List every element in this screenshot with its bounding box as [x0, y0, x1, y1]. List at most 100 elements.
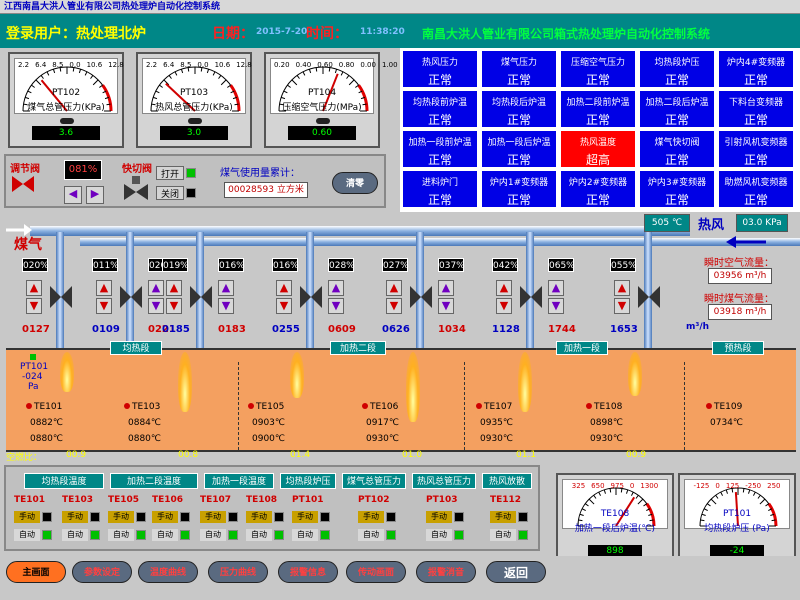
right-gauge-te108-tick	[646, 508, 651, 512]
auto-button[interactable]: 自动	[152, 529, 178, 541]
nav-button-4[interactable]: 报警信息	[278, 561, 338, 583]
gauge-pt104-tick	[283, 90, 288, 94]
burner-up-button-2[interactable]: ▲	[328, 280, 344, 296]
burner-down-button-2[interactable]: ▼	[548, 298, 564, 314]
nav-button-6[interactable]: 报警消音	[416, 561, 476, 583]
alarm-cell: 炉内2#变频器正常	[560, 170, 636, 208]
burner-down-button-2[interactable]: ▼	[328, 298, 344, 314]
sensor-unit: ℃	[150, 434, 162, 444]
burner-flame	[406, 352, 420, 422]
burner-pipe	[526, 232, 534, 348]
auto-button[interactable]: 自动	[426, 529, 452, 541]
manual-button[interactable]: 手动	[62, 511, 88, 523]
loop-tag: PT103	[426, 495, 458, 505]
burner-up-button[interactable]: ▲	[614, 280, 630, 296]
gauge-pt104-tick	[308, 68, 312, 74]
sensor-id: TE103	[132, 402, 161, 412]
auto-indicator	[42, 530, 52, 540]
manual-button[interactable]: 手动	[426, 511, 452, 523]
burner-down-button-2[interactable]: ▼	[438, 298, 454, 314]
reset-gas-usage-button[interactable]: 清零	[332, 172, 378, 194]
manual-button[interactable]: 手动	[14, 511, 40, 523]
burner-up-button[interactable]: ▲	[26, 280, 42, 296]
trend-tab[interactable]: 加热二段温度	[110, 473, 198, 489]
auto-button[interactable]: 自动	[200, 529, 226, 541]
auto-button[interactable]: 自动	[292, 529, 318, 541]
nav-button-1[interactable]: 参数设定	[72, 561, 132, 583]
gauge-pt104-tick	[296, 75, 300, 79]
nav-button-5[interactable]: 传动画面	[346, 561, 406, 583]
burner-down-button[interactable]: ▼	[96, 298, 112, 314]
burner-up-button[interactable]: ▲	[276, 280, 292, 296]
gas-pipe	[80, 238, 800, 246]
manual-button[interactable]: 手动	[490, 511, 516, 523]
manual-button[interactable]: 手动	[292, 511, 318, 523]
burner-up-button-2[interactable]: ▲	[148, 280, 164, 296]
manual-button[interactable]: 手动	[358, 511, 384, 523]
auto-button[interactable]: 自动	[358, 529, 384, 541]
gauge-pt102-tick	[24, 96, 30, 100]
manual-button[interactable]: 手动	[246, 511, 272, 523]
nav-button-3[interactable]: 压力曲线	[208, 561, 268, 583]
nav-button-0[interactable]: 主画面	[6, 561, 66, 583]
trend-tab[interactable]: 热风总管压力	[412, 473, 476, 489]
burner-up-button-2[interactable]: ▲	[438, 280, 454, 296]
right-gauge-id: TE108	[600, 509, 630, 519]
manual-indicator	[320, 512, 330, 522]
burner-down-button-2[interactable]: ▼	[148, 298, 164, 314]
burner-down-button[interactable]: ▼	[166, 298, 182, 314]
manual-indicator	[454, 512, 464, 522]
trend-tab[interactable]: 加热一段温度	[204, 473, 274, 489]
gauge-pt103-tick	[152, 96, 158, 100]
loop-tag: TE107	[200, 495, 232, 505]
sensor-dot	[706, 403, 712, 409]
burner-opening: 027%	[382, 258, 409, 272]
air-ratio-value: 00.9	[66, 450, 87, 460]
gauge-pt104-needle	[322, 73, 339, 112]
burner-up-button[interactable]: ▲	[96, 280, 112, 296]
burner-down-button[interactable]: ▼	[614, 298, 630, 314]
auto-button[interactable]: 自动	[62, 529, 88, 541]
alarm-label: 压缩空气压力	[570, 58, 625, 68]
valve-increase-button[interactable]: ▶	[86, 186, 104, 204]
close-button[interactable]: 关闭	[156, 186, 184, 200]
manual-button[interactable]: 手动	[152, 511, 178, 523]
open-button[interactable]: 打开	[156, 166, 184, 180]
trend-tab[interactable]: 均热段温度	[24, 473, 104, 489]
trend-tab[interactable]: 煤气总管压力	[342, 473, 406, 489]
burner-down-button[interactable]: ▼	[276, 298, 292, 314]
auto-button[interactable]: 自动	[490, 529, 516, 541]
gauge-tick-label: 0.40	[295, 61, 312, 69]
air-ratio-value: 00.9	[626, 450, 647, 460]
trend-tab[interactable]: 均热段炉压	[280, 473, 336, 489]
burner-up-button[interactable]: ▲	[496, 280, 512, 296]
sensor-unit: ℃	[52, 434, 64, 444]
sensor-value-2: 0930℃	[480, 434, 513, 444]
burner-up-button[interactable]: ▲	[386, 280, 402, 296]
trend-tab[interactable]: 热风放散	[482, 473, 532, 489]
auto-button[interactable]: 自动	[246, 529, 272, 541]
sensor-v2: 0880	[30, 434, 53, 444]
burner-up-button-2[interactable]: ▲	[218, 280, 234, 296]
burner-up-button-2[interactable]: ▲	[548, 280, 564, 296]
valve-decrease-button[interactable]: ◀	[64, 186, 82, 204]
nav-button-7[interactable]: 返回	[486, 561, 546, 583]
right-gauge-tick: 125	[725, 482, 740, 490]
manual-button[interactable]: 手动	[108, 511, 134, 523]
gauge-tick-label: 6.4	[35, 61, 47, 69]
burner-down-button[interactable]: ▼	[26, 298, 42, 314]
auto-button[interactable]: 自动	[108, 529, 134, 541]
burner-down-button[interactable]: ▼	[386, 298, 402, 314]
burner-down-button[interactable]: ▼	[496, 298, 512, 314]
nav-button-2[interactable]: 温度曲线	[138, 561, 198, 583]
auto-button[interactable]: 自动	[14, 529, 40, 541]
burner-up-button[interactable]: ▲	[166, 280, 182, 296]
burner-valve-icon	[410, 286, 432, 308]
burner-down-button-2[interactable]: ▼	[218, 298, 234, 314]
manual-button[interactable]: 手动	[200, 511, 226, 523]
gauge-pt103-tick	[220, 79, 227, 86]
gauge-tick-label: 6.4	[163, 61, 175, 69]
